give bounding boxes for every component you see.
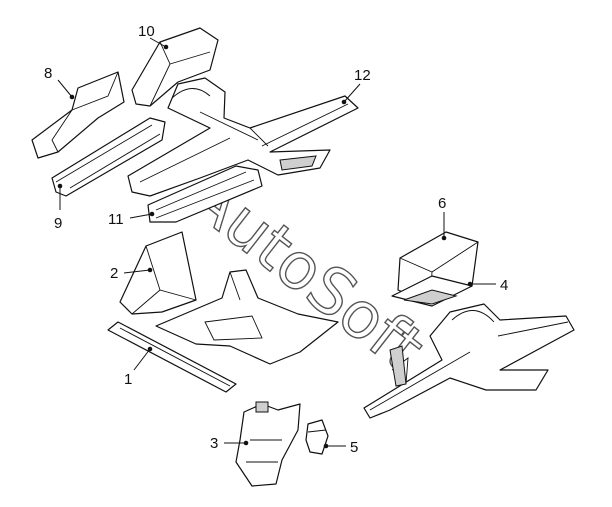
part-8-bracket bbox=[31, 71, 125, 159]
callout-10: 10 bbox=[138, 23, 155, 40]
callout-11: 11 bbox=[108, 211, 124, 228]
callout-2: 2 bbox=[110, 265, 118, 282]
callout-labels: 8 9 10 12 11 2 1 3 5 6 4 bbox=[44, 23, 508, 456]
part-12-frame bbox=[127, 77, 359, 197]
part-11-rail bbox=[147, 165, 263, 223]
callout-9: 9 bbox=[54, 215, 62, 232]
part-right-frame bbox=[363, 303, 575, 419]
callout-5: 5 bbox=[350, 439, 358, 456]
part-10-panel bbox=[131, 27, 219, 107]
part-1-sill bbox=[107, 321, 237, 393]
part-3-reservoir bbox=[235, 401, 301, 487]
leader-lines bbox=[57, 37, 496, 447]
part-floor-pan bbox=[155, 269, 339, 365]
callout-3: 3 bbox=[210, 435, 218, 452]
part-5-pump bbox=[305, 419, 329, 455]
callout-6: 6 bbox=[438, 195, 446, 212]
part-2-wheelhouse bbox=[119, 231, 197, 315]
callout-4: 4 bbox=[500, 277, 508, 294]
part-9-rail bbox=[51, 117, 166, 197]
callout-1: 1 bbox=[124, 371, 132, 388]
callout-12: 12 bbox=[354, 67, 371, 84]
callout-8: 8 bbox=[44, 65, 52, 82]
part-4-tray bbox=[391, 275, 473, 307]
